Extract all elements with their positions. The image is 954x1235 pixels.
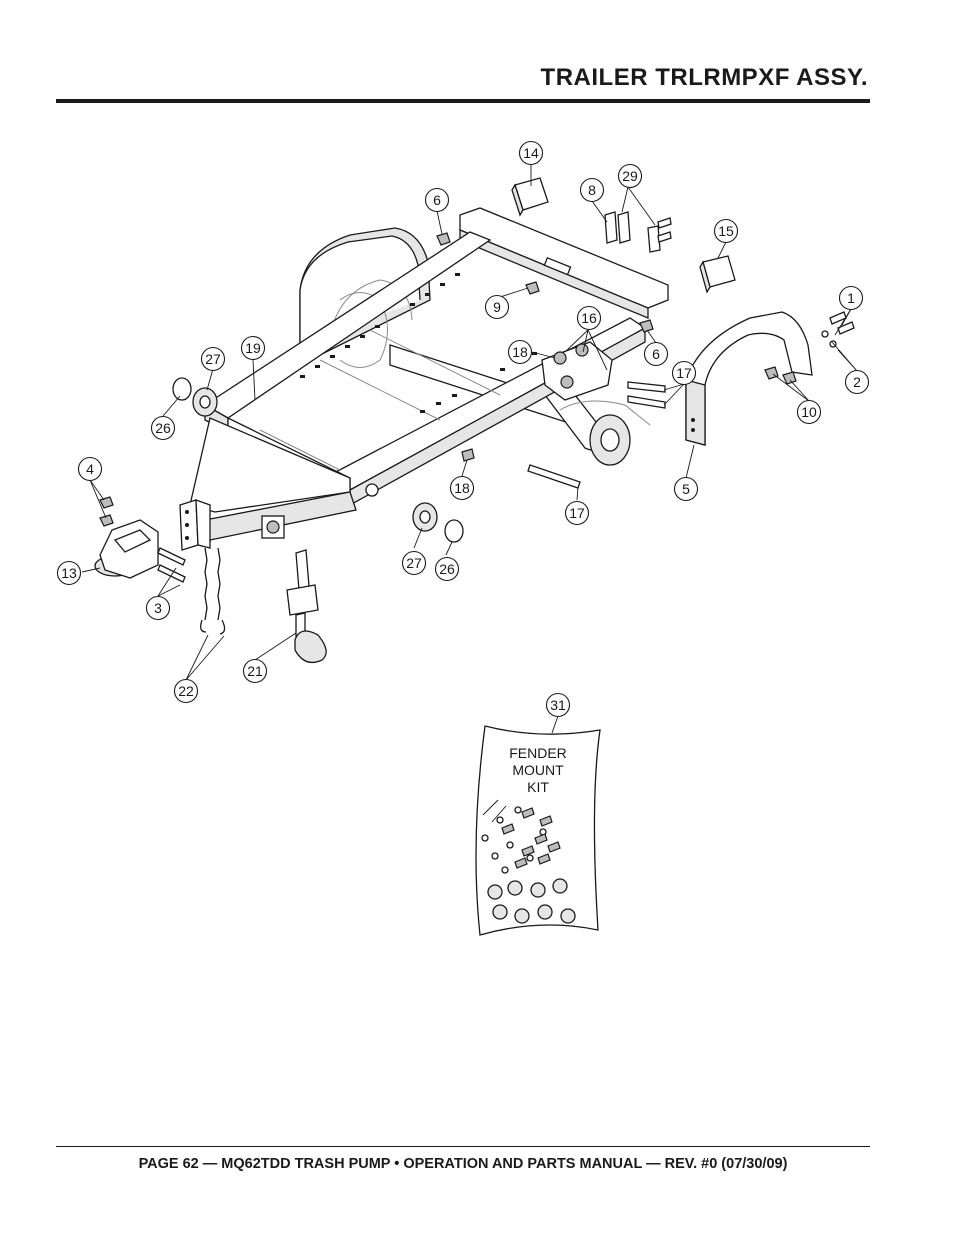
svg-text:31: 31 [550,697,566,713]
callout-21: 21 [242,658,268,684]
callout-17-upper: 17 [671,360,697,386]
svg-text:27: 27 [406,555,422,571]
callout-3: 3 [145,595,171,621]
callout-4: 4 [77,456,103,482]
svg-text:15: 15 [718,223,734,239]
svg-text:16: 16 [581,310,597,326]
svg-text:13: 13 [61,565,77,581]
svg-text:9: 9 [493,299,501,315]
header-rule [56,99,870,103]
callout-13: 13 [56,560,82,586]
tail-lights [511,177,736,294]
callout-17-lower: 17 [564,500,590,526]
svg-text:14: 14 [523,145,539,161]
svg-text:1: 1 [847,290,855,306]
callout-26-left: 26 [150,415,176,441]
callout-1: 1 [838,285,864,311]
callout-31: 31 [545,692,571,718]
callout-27-left: 27 [200,346,226,372]
svg-text:2: 2 [853,374,861,390]
svg-text:26: 26 [155,420,171,436]
right-fender [685,311,855,446]
svg-text:8: 8 [588,182,596,198]
kit-label-line-3: KIT [527,779,549,795]
svg-text:17: 17 [569,505,585,521]
callout-14: 14 [518,140,544,166]
callout-15: 15 [713,218,739,244]
callout-6-top: 6 [424,187,450,213]
svg-text:18: 18 [512,344,528,360]
spring-hanger [461,341,613,462]
svg-text:6: 6 [433,192,441,208]
svg-text:19: 19 [245,340,261,356]
footer-rule [56,1146,870,1147]
svg-text:21: 21 [247,663,263,679]
tongue-jack [261,515,327,664]
coupler [94,519,159,579]
callout-6-right: 6 [643,341,669,367]
callout-9: 9 [484,294,510,320]
fender-mount-kit: FENDER MOUNT KIT [475,725,601,936]
page-footer: PAGE 62 — MQ62TDD TRASH PUMP • OPERATION… [138,1156,788,1172]
callout-16: 16 [576,305,602,331]
svg-text:26: 26 [439,561,455,577]
rear-cross-member [459,207,669,319]
callout-22: 22 [173,678,199,704]
svg-text:5: 5 [682,481,690,497]
callout-18-upper: 18 [507,339,533,365]
callout-8: 8 [579,177,605,203]
callout-26-right: 26 [434,556,460,582]
leader-lines [81,164,858,734]
kit-label-line-2: MOUNT [512,762,564,778]
svg-text:3: 3 [154,600,162,616]
callout-18-lower: 18 [449,475,475,501]
page-title: TRAILER TRLRMPXF ASSY. [540,64,868,91]
svg-text:18: 18 [454,480,470,496]
safety-chains [200,547,226,635]
callout-10: 10 [796,399,822,425]
coupler-bolts [99,496,186,583]
coupler-mount-plate [179,499,211,551]
kit-hardware [481,806,576,924]
svg-text:27: 27 [205,351,221,367]
svg-text:22: 22 [178,683,194,699]
svg-text:4: 4 [86,461,94,477]
callout-27-right: 27 [401,550,427,576]
svg-text:29: 29 [622,168,638,184]
spacer-washers [172,377,464,543]
callout-5: 5 [673,476,699,502]
svg-text:17: 17 [676,365,692,381]
svg-text:10: 10 [801,404,817,420]
hardware-small [436,211,672,333]
callout-2: 2 [844,369,870,395]
callout-29: 29 [617,163,643,189]
kit-label-line-1: FENDER [509,745,567,761]
callout-19: 19 [240,335,266,361]
svg-text:6: 6 [652,346,660,362]
